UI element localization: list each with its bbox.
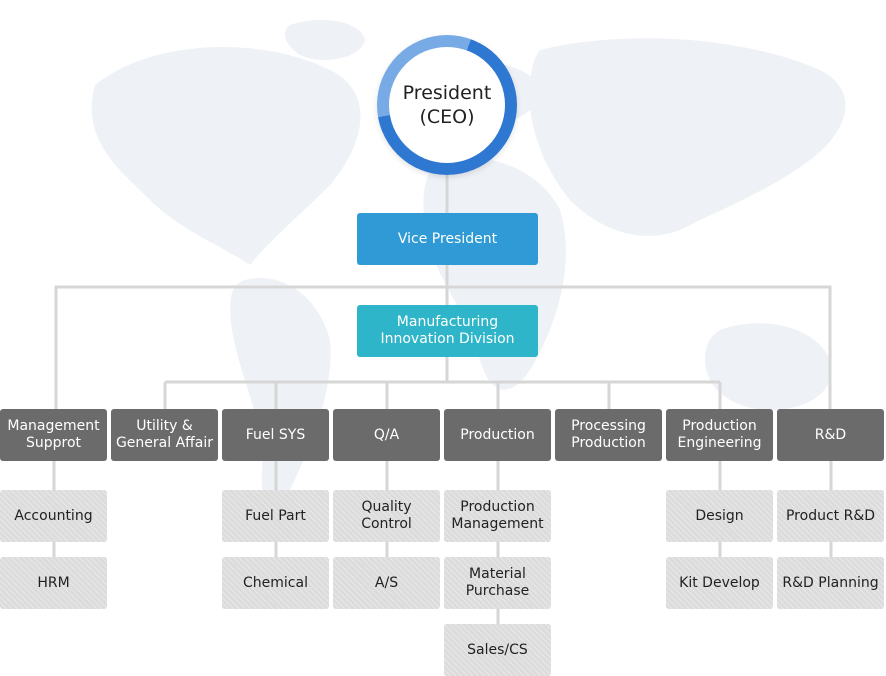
dept-rnd: R&D bbox=[777, 409, 884, 461]
sub-as: A/S bbox=[333, 557, 440, 609]
sub-product-rnd: Product R&D bbox=[777, 490, 884, 542]
dept-qa: Q/A bbox=[333, 409, 440, 461]
sub-quality-control: Quality Control bbox=[333, 490, 440, 542]
sub-hrm: HRM bbox=[0, 557, 107, 609]
sub-accounting: Accounting bbox=[0, 490, 107, 542]
map-north-america bbox=[91, 47, 361, 265]
sub-rnd-planning: R&D Planning bbox=[777, 557, 884, 609]
ceo-label: President (CEO) bbox=[389, 47, 505, 163]
ceo-abbrev: (CEO) bbox=[419, 106, 475, 128]
sub-production-management: Production Management bbox=[444, 490, 551, 542]
map-asia bbox=[530, 38, 846, 236]
division-node: Manufacturing Innovation Division bbox=[357, 305, 538, 357]
sub-sales-cs: Sales/CS bbox=[444, 624, 551, 676]
sub-kit-develop: Kit Develop bbox=[666, 557, 773, 609]
map-greenland bbox=[284, 20, 365, 60]
sub-material-purchase: Material Purchase bbox=[444, 557, 551, 609]
dept-processing-production: Processing Production bbox=[555, 409, 662, 461]
dept-production: Production bbox=[444, 409, 551, 461]
dept-management-support: Management Supprot bbox=[0, 409, 107, 461]
sub-chemical: Chemical bbox=[222, 557, 329, 609]
dept-production-engineering: Production Engineering bbox=[666, 409, 773, 461]
ceo-node: President (CEO) bbox=[377, 35, 517, 175]
sub-design: Design bbox=[666, 490, 773, 542]
vice-president-node: Vice President bbox=[357, 213, 538, 265]
sub-fuel-part: Fuel Part bbox=[222, 490, 329, 542]
dept-utility-general-affair: Utility & General Affair bbox=[111, 409, 218, 461]
dept-fuel-sys: Fuel SYS bbox=[222, 409, 329, 461]
map-australia bbox=[705, 323, 832, 410]
ceo-title: President bbox=[402, 82, 492, 104]
